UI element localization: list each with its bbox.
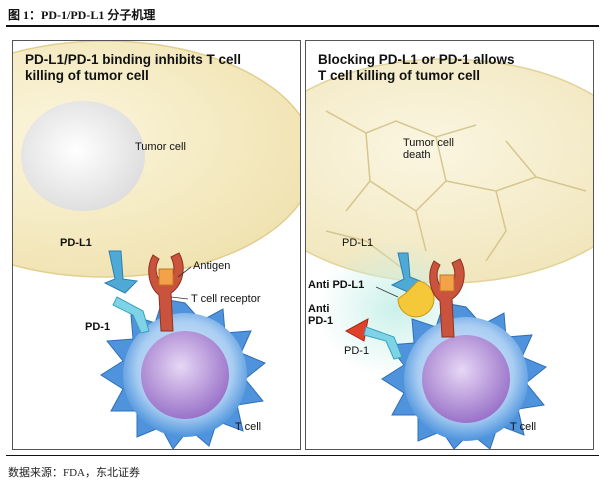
label-antigen: Antigen <box>193 260 231 272</box>
pd-1-receptor <box>363 326 403 360</box>
right-title-line2: T cell killing of tumor cell <box>318 68 481 83</box>
tumor-cell-death-line2: death <box>403 149 431 161</box>
anti-pd-1-line1: Anti <box>308 303 330 315</box>
label-pd-l1: PD-L1 <box>342 237 374 249</box>
right-title-line1: Blocking PD-L1 or PD-1 allows <box>318 52 515 67</box>
bottom-rule <box>6 455 599 456</box>
pd-1-receptor <box>112 296 150 334</box>
top-rule <box>6 25 599 27</box>
anti-pd-1-line2: PD-1 <box>308 315 334 327</box>
left-panel: PD-L1/PD-1 binding inhibits T cell killi… <box>12 40 301 450</box>
dying-tumor-cell <box>306 58 593 284</box>
left-panel-title: PD-L1/PD-1 binding inhibits T cell killi… <box>25 52 295 84</box>
label-tumor-cell-death: Tumor cell death <box>403 137 483 161</box>
label-t-cell: T cell <box>235 421 262 433</box>
right-panel-title: Blocking PD-L1 or PD-1 allows T cell kil… <box>318 52 588 84</box>
label-pd-l1: PD-L1 <box>60 237 92 249</box>
antigen <box>158 268 174 286</box>
tumor-cell-death-line1: Tumor cell <box>403 137 454 149</box>
pd-l1-receptor <box>103 250 139 294</box>
label-anti-pd-l1: Anti PD-L1 <box>308 279 365 291</box>
figure-source: 数据来源：FDA，东北证券 <box>8 467 141 479</box>
antigen <box>439 274 455 292</box>
label-pd-1: PD-1 <box>85 321 111 333</box>
tumor-cell <box>13 41 300 278</box>
left-illustration <box>13 41 300 449</box>
t-cell-nucleus <box>141 331 229 419</box>
label-tumor-cell: Tumor cell <box>135 141 186 153</box>
label-t-cell: T cell <box>510 421 537 433</box>
anti-pd-l1-antibody <box>397 280 435 318</box>
label-anti-pd-1: Anti PD-1 <box>308 303 388 327</box>
left-title-line1: PD-L1/PD-1 binding inhibits T cell <box>25 52 242 67</box>
right-illustration <box>306 58 593 449</box>
tumor-nucleus <box>21 101 145 211</box>
figure-title: 图 1：PD-1/PD-L1 分子机理 <box>8 8 156 22</box>
right-panel: Blocking PD-L1 or PD-1 allows T cell kil… <box>305 40 594 450</box>
label-pd-1: PD-1 <box>344 345 370 357</box>
label-t-cell-receptor: T cell receptor <box>191 293 261 305</box>
t-cell-nucleus <box>422 335 510 423</box>
left-title-line2: killing of tumor cell <box>25 68 149 83</box>
